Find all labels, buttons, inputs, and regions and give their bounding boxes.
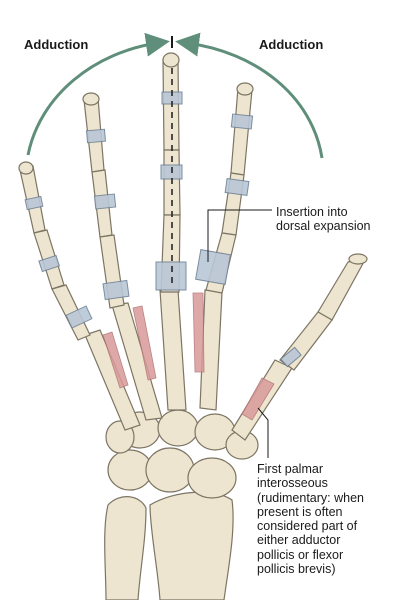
insertion-leader-line: [207, 209, 272, 262]
fingertip: [82, 92, 100, 106]
forearm-bones: [104, 491, 234, 600]
ulna-bone: [104, 496, 147, 600]
first-palmar-interosseous-muscle: [241, 377, 275, 421]
tendon-sheath: [224, 177, 250, 197]
tendon-sheaths: [24, 91, 302, 368]
palmar-interosseous-muscle: [132, 305, 157, 381]
fingertip: [236, 82, 254, 96]
insertion-label-line: dorsal expansion: [276, 219, 371, 234]
tendon-sheath: [38, 254, 61, 273]
metacarpal-little: [84, 329, 141, 431]
insertion-label-line: Insertion into: [276, 205, 348, 219]
tendon-sheath: [280, 346, 302, 368]
palmar-interosseous-muscle: [102, 331, 129, 389]
carpal-bone: [187, 457, 237, 499]
palmar-interosseous-muscle: [192, 292, 205, 373]
fingertip: [162, 52, 180, 68]
tendon-sheath: [102, 279, 130, 301]
interosseous-label-line: pollicis brevis): [257, 562, 336, 577]
tendon-sheath: [230, 113, 254, 130]
fingertip: [18, 161, 34, 175]
interosseous-label-line: present is often: [257, 504, 343, 519]
carpal-bone: [145, 447, 195, 493]
phalanx-thumb: [317, 257, 368, 321]
adduction-arrow-left: [26, 32, 170, 156]
interosseous-label-line: either adductor: [257, 533, 341, 548]
interosseous-label-line: (rudimentary: when: [257, 490, 364, 505]
adduction-arrows: [26, 32, 324, 159]
metacarpal-middle: [159, 289, 187, 411]
adduction-arrow-right: [175, 32, 324, 159]
phalanx-index: [230, 87, 253, 176]
adduction-label-right: Adduction: [259, 37, 324, 52]
carpal-bone: [157, 409, 199, 447]
metacarpals: [84, 289, 293, 441]
interosseous-label-line: interosseous: [257, 476, 328, 491]
interosseous-label-line: First palmar: [257, 462, 323, 476]
tendon-sheath: [65, 305, 93, 329]
first-palmar-interosseous-label: First palmar interosseous (rudimentary: …: [257, 462, 402, 576]
interosseous-muscles: [102, 292, 275, 421]
fingertip: [348, 253, 368, 265]
tendon-sheath: [155, 261, 187, 291]
leader-lines: [207, 209, 272, 458]
radius-bone: [149, 491, 234, 600]
interosseous-leader-line: [257, 407, 269, 458]
insertion-label: Insertion into dorsal expansion: [276, 205, 400, 234]
tendon-sheath: [24, 195, 44, 211]
phalanx-middle: [162, 59, 180, 151]
adduction-label-left: Adduction: [24, 37, 89, 52]
tendon-sheath: [195, 249, 231, 285]
interosseous-label-line: considered part of: [257, 519, 358, 534]
interosseous-label-line: pollicis or flexor: [257, 547, 344, 562]
tendon-sheath: [85, 128, 107, 144]
tendon-sheath: [93, 193, 117, 210]
